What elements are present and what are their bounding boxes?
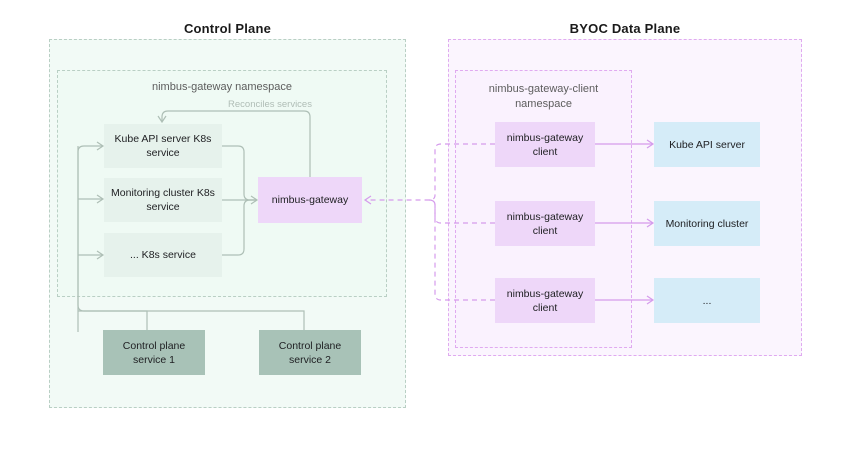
node-control-plane-service-2[interactable]: Control plane service 2 (259, 330, 361, 375)
node-nimbus-gateway[interactable]: nimbus-gateway (258, 177, 362, 223)
nimbus-gateway-client-namespace-label: nimbus-gateway-client namespace (488, 83, 599, 110)
node-other-target[interactable]: ... (654, 278, 760, 323)
node-kube-api-server-k8s-service[interactable]: Kube API server K8s service (104, 124, 222, 168)
node-nimbus-gateway-client-2[interactable]: nimbus-gateway client (495, 201, 595, 246)
byoc-data-plane-title: BYOC Data Plane (569, 21, 681, 36)
node-control-plane-service-1[interactable]: Control plane service 1 (103, 330, 205, 375)
node-monitoring-cluster[interactable]: Monitoring cluster (654, 201, 760, 246)
node-other-k8s-service[interactable]: ... K8s service (104, 233, 222, 277)
reconciles-services-label: Reconciles services (228, 99, 312, 110)
node-nimbus-gateway-client-1[interactable]: nimbus-gateway client (495, 122, 595, 167)
node-monitoring-cluster-k8s-service[interactable]: Monitoring cluster K8s service (104, 178, 222, 222)
node-nimbus-gateway-client-3[interactable]: nimbus-gateway client (495, 278, 595, 323)
node-kube-api-server[interactable]: Kube API server (654, 122, 760, 167)
control-plane-title: Control Plane (183, 21, 272, 36)
nimbus-gateway-namespace-label: nimbus-gateway namespace (151, 81, 293, 93)
